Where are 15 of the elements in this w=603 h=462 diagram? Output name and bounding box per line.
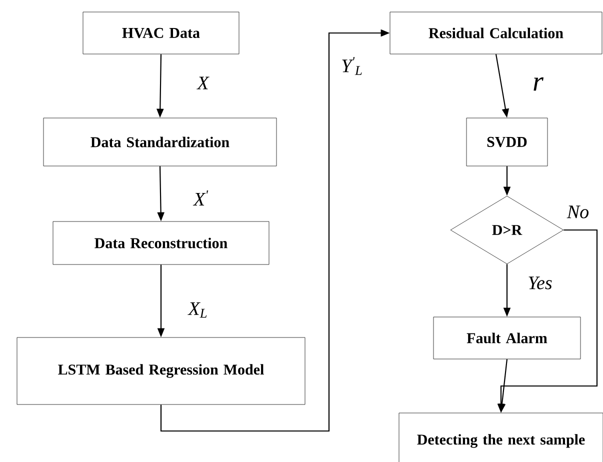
- process-box: Data Reconstruction: [52, 221, 270, 265]
- edge-label: Y$^{'}$L: [342, 57, 362, 75]
- process-box: Data Standardization: [43, 118, 277, 166]
- process-box: Detecting the next sample: [398, 412, 603, 462]
- process-box: HVAC Data: [82, 12, 240, 54]
- edge-label: X$_{L}$: [188, 302, 207, 318]
- process-box: Residual Calculation: [390, 12, 602, 54]
- edge-label: X: [196, 76, 210, 90]
- edge-label: Yes: [528, 276, 552, 290]
- process-box: Fault Alarm: [433, 316, 581, 360]
- edge-label: X$^{'}$: [192, 190, 208, 206]
- edge-label: r: [534, 77, 544, 91]
- process-box: SVDD: [466, 118, 548, 166]
- process-box: LSTM Based Regression Model: [16, 337, 306, 405]
- edge-label: No: [566, 206, 588, 218]
